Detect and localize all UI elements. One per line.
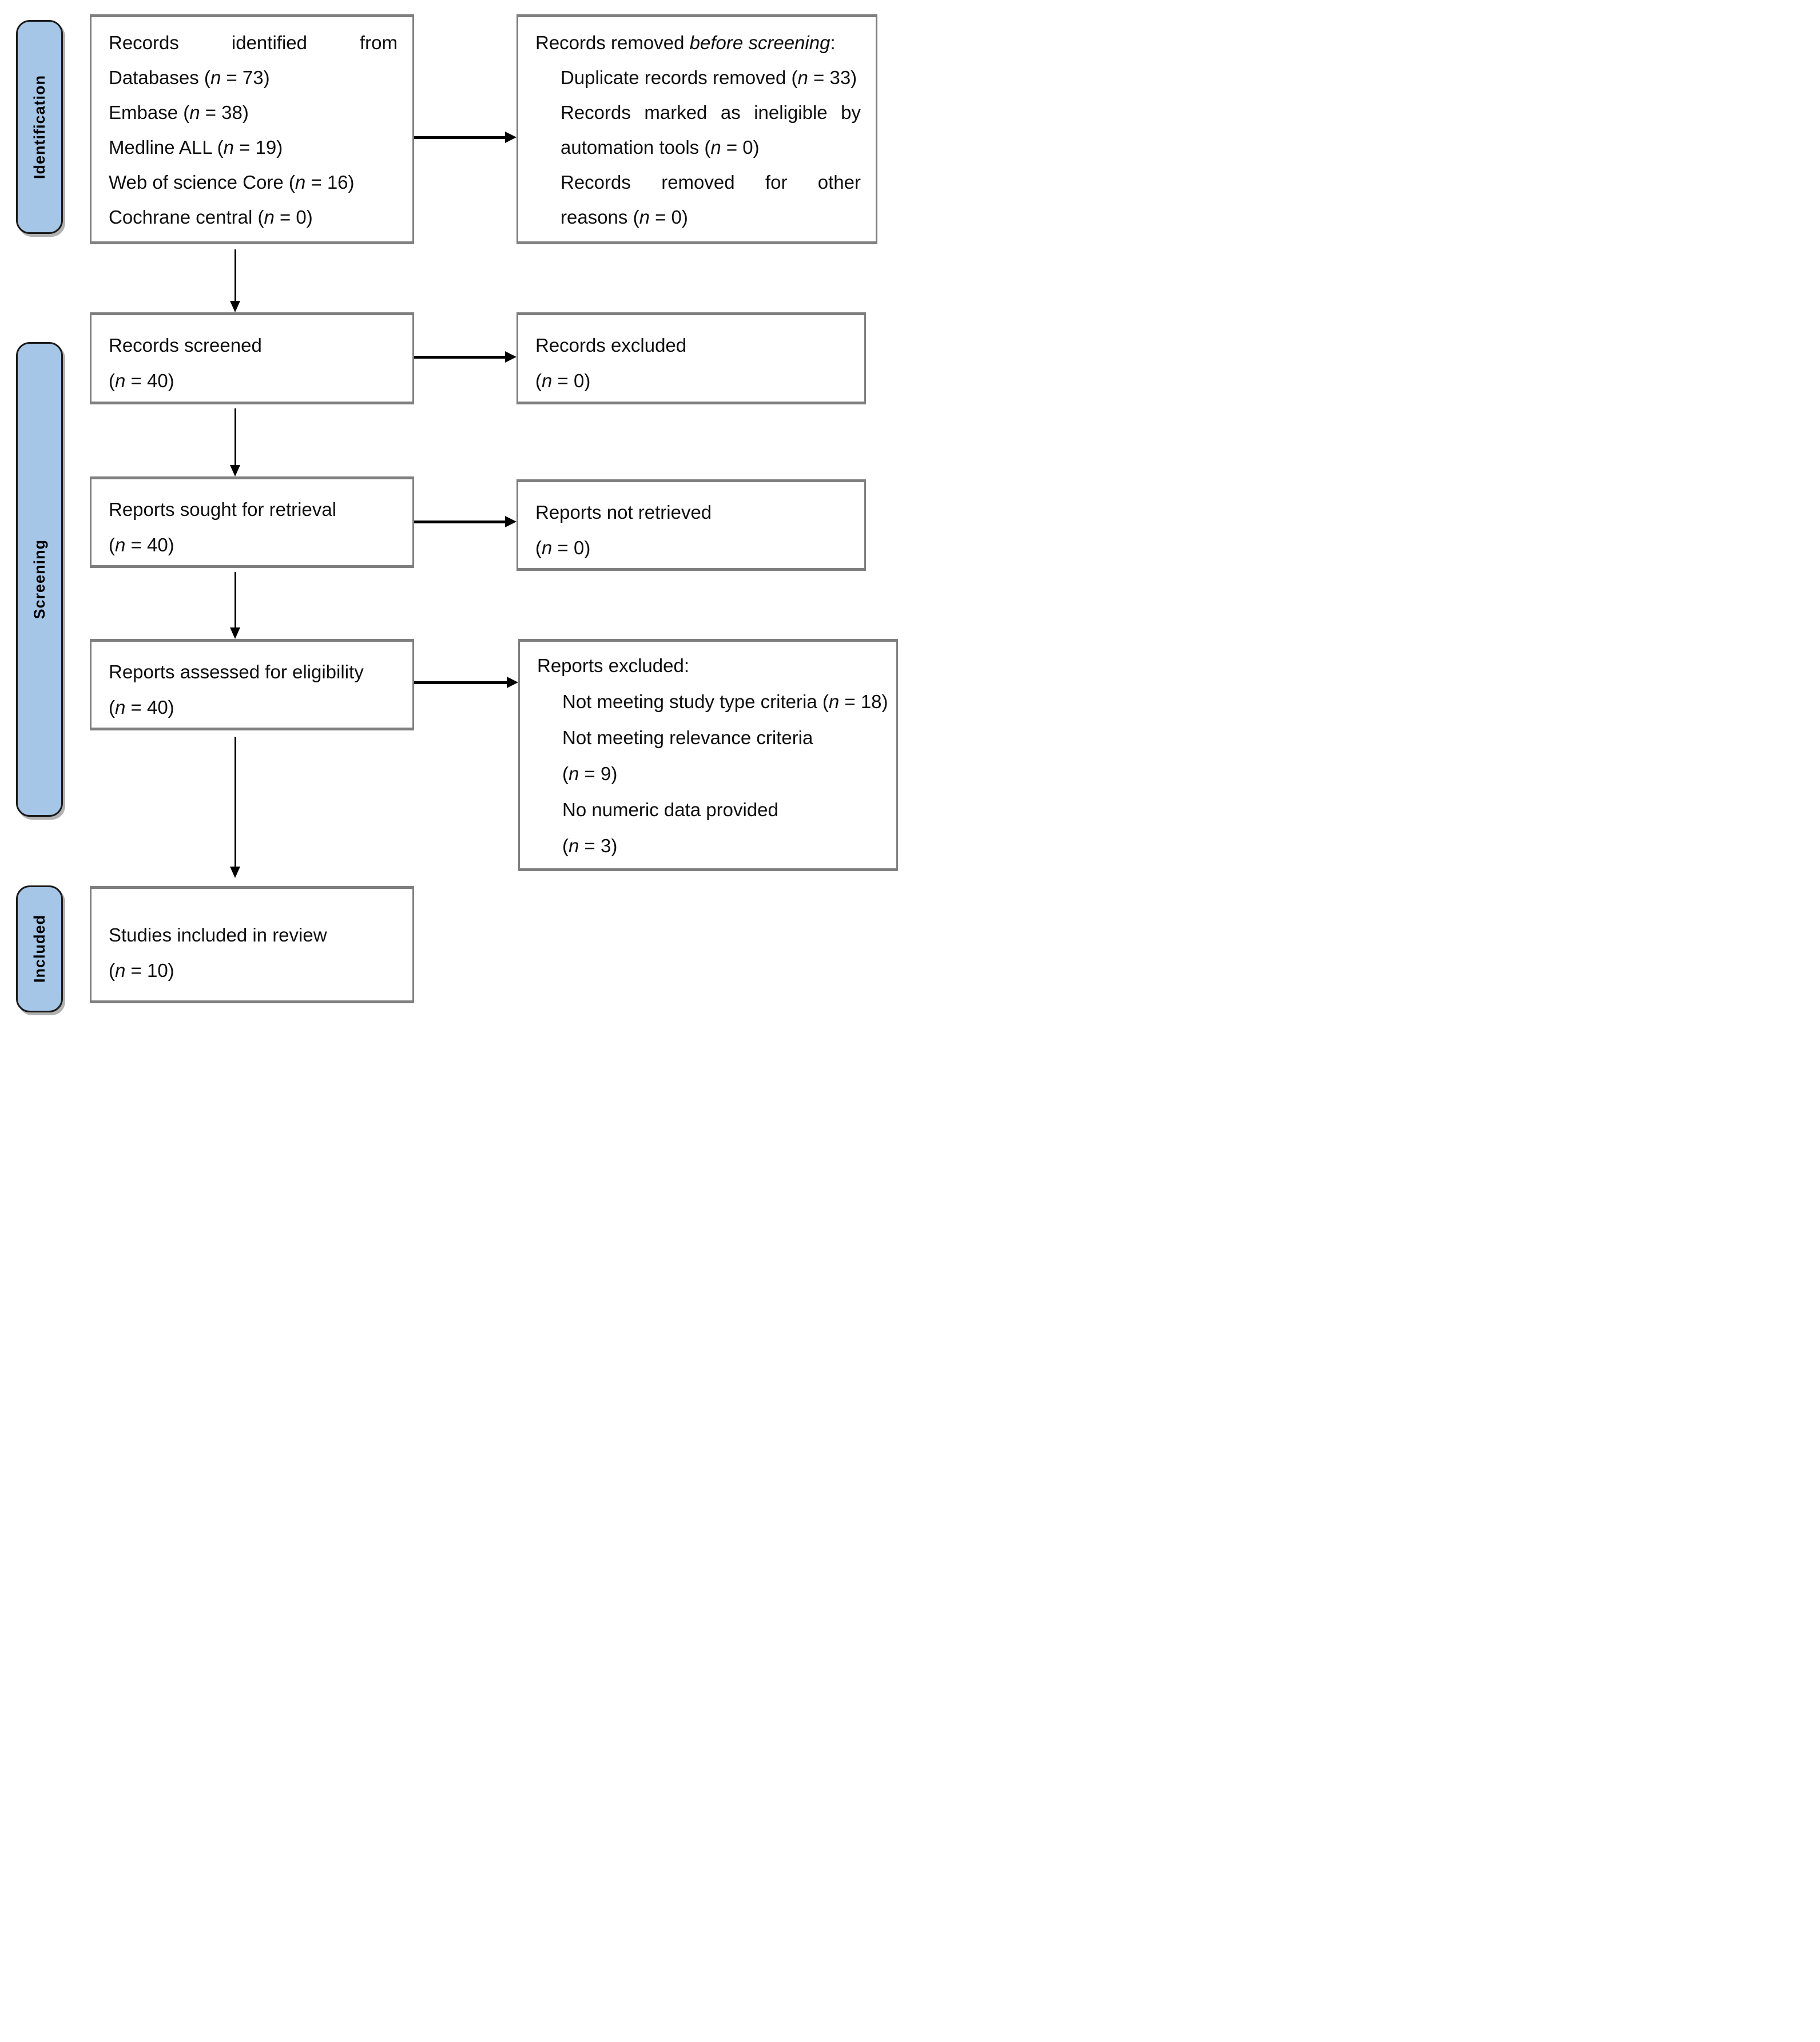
box-line: Records marked as ineligible by xyxy=(561,102,861,123)
box-line: Records removed before screening: xyxy=(535,32,836,53)
box-line: (n = 10) xyxy=(109,960,174,981)
box-reports-not-retrieved: Reports not retrieved (n = 0) xyxy=(516,479,866,571)
arrow-shaft xyxy=(414,521,506,523)
box-line: (n = 3) xyxy=(562,835,618,856)
arrow-shaft xyxy=(235,572,236,627)
box-records-removed: Records removed before screening: Duplic… xyxy=(516,14,877,244)
box-line: Reports excluded: xyxy=(537,655,689,676)
stage-label-identification: Identification xyxy=(16,20,63,234)
box-line: (n = 40) xyxy=(109,370,174,391)
box-line: Reports sought for retrieval xyxy=(109,499,337,520)
box-records-screened: Records screened (n = 40) xyxy=(90,312,414,404)
box-line: Reports assessed for eligibility xyxy=(109,661,364,682)
box-line: Databases (n = 73) xyxy=(109,67,270,88)
arrow-shaft xyxy=(235,408,236,465)
box-reports-sought: Reports sought for retrieval (n = 40) xyxy=(90,476,414,568)
box-line: Duplicate records removed (n = 33) xyxy=(561,67,857,88)
arrow-head xyxy=(505,132,516,143)
arrow-head xyxy=(505,351,516,363)
prisma-flow-diagram: Identification Screening Included Record… xyxy=(0,0,910,1021)
box-line: Not meeting study type criteria (n = 18) xyxy=(562,691,888,712)
box-reports-assessed: Reports assessed for eligibility (n = 40… xyxy=(90,639,414,730)
arrow-shaft xyxy=(414,356,506,359)
arrow-shaft xyxy=(414,681,507,684)
arrow-shaft xyxy=(414,136,506,139)
box-reports-excluded: Reports excluded: Not meeting study type… xyxy=(518,639,898,871)
stage-label-screening: Screening xyxy=(16,342,63,817)
box-line: Embase (n = 38) xyxy=(109,102,249,123)
box-line: (n = 0) xyxy=(535,537,591,558)
arrow-head xyxy=(230,627,240,639)
arrow-shaft xyxy=(235,249,236,301)
arrow-head xyxy=(230,867,240,878)
stage-label-text: Identification xyxy=(30,75,48,179)
box-line: No numeric data provided xyxy=(562,799,778,820)
stage-label-included: Included xyxy=(16,885,63,1012)
box-line: Records identified from xyxy=(109,32,398,53)
stage-label-text: Screening xyxy=(30,539,48,619)
box-line: Records screened xyxy=(109,335,262,356)
box-line: (n = 40) xyxy=(109,534,174,555)
box-line: Cochrane central (n = 0) xyxy=(109,206,313,228)
box-records-excluded: Records excluded (n = 0) xyxy=(516,312,866,404)
arrow-head xyxy=(230,301,240,312)
box-line: reasons (n = 0) xyxy=(561,206,688,228)
box-line: (n = 0) xyxy=(535,370,591,391)
box-studies-included: Studies included in review (n = 10) xyxy=(90,886,414,1003)
box-line: automation tools (n = 0) xyxy=(561,137,760,158)
box-line: (n = 9) xyxy=(562,763,618,784)
box-line: (n = 40) xyxy=(109,697,174,718)
box-line: Records excluded xyxy=(535,335,687,356)
stage-label-text: Included xyxy=(30,915,48,983)
box-line: Web of science Core (n = 16) xyxy=(109,172,355,193)
arrow-shaft xyxy=(235,737,236,867)
box-line: Studies included in review xyxy=(109,924,327,945)
box-line: Medline ALL (n = 19) xyxy=(109,137,283,158)
arrow-head xyxy=(230,465,240,476)
box-records-identified: Records identified from Databases (n = 7… xyxy=(90,14,414,244)
arrow-head xyxy=(507,677,518,688)
box-line: Records removed for other xyxy=(561,172,861,193)
box-line: Reports not retrieved xyxy=(535,502,712,523)
box-line: Not meeting relevance criteria xyxy=(562,727,813,748)
arrow-head xyxy=(505,516,516,527)
